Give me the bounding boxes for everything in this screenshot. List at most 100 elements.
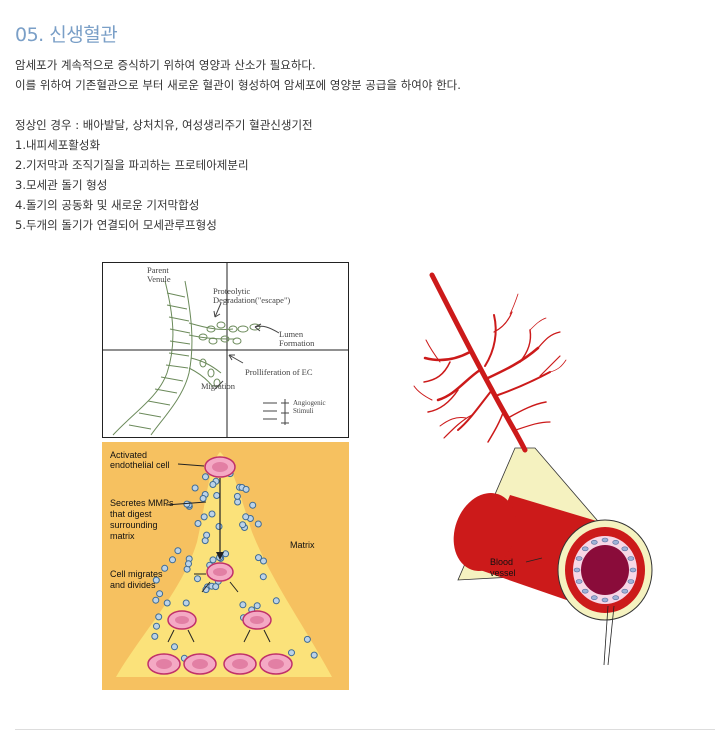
dividing-cell: [242, 610, 272, 630]
endothelial-cell: [575, 579, 583, 584]
daughter-cell: [147, 653, 181, 675]
intro-paragraph: 암세포가 계속적으로 증식하기 위하여 영양과 산소가 필요하다. 이를 위하여…: [15, 55, 461, 95]
endothelial-cell: [629, 567, 637, 573]
endothelial-cell: [627, 579, 635, 584]
matrix-dot: [209, 481, 217, 488]
label-migration: Migration: [201, 381, 236, 391]
label-digest: that digest: [110, 509, 152, 519]
label-matrix-small: matrix: [110, 531, 135, 541]
label-venule: Venule: [147, 274, 171, 284]
matrix-dot: [253, 602, 261, 610]
intro-line: 암세포가 계속적으로 증식하기 위하여 영양과 산소가 필요하다.: [15, 58, 316, 72]
label-migrates: Cell migrates: [110, 569, 163, 579]
matrix-dot: [260, 557, 267, 565]
matrix-dot: [249, 501, 257, 509]
endothelial-cell: [601, 597, 609, 603]
matrix-dot: [234, 498, 242, 506]
endothelial-cell: [581, 546, 589, 552]
matrix-dot: [202, 473, 209, 481]
intro-line: 이를 위하여 기존혈관으로 부터 새로운 혈관이 형성하여 암세포에 영양분 공…: [15, 78, 461, 92]
matrix-dot: [156, 590, 164, 598]
migrating-cell: [206, 562, 234, 582]
matrix-dot: [259, 573, 267, 581]
endothelial-cell: [601, 537, 609, 543]
blood-vessel-figure: Blood vessel: [410, 270, 670, 670]
label-endothelial: endothelial cell: [110, 460, 170, 470]
matrix-dot: [239, 601, 247, 609]
matrix-dot: [183, 500, 191, 508]
label-degradation: Degradation("escape"): [213, 295, 290, 305]
matrix-dot: [171, 643, 178, 651]
endothelial-cell: [591, 595, 598, 601]
list-item: 1.내피세포활성화: [15, 138, 101, 152]
endothelial-cell: [621, 546, 629, 552]
matrix-dot: [194, 575, 201, 583]
sketch-svg: Parent Venule Proteolytic Degradation("e…: [103, 263, 348, 437]
endothelial-ring: [573, 537, 637, 603]
matrix-dot: [215, 523, 223, 530]
list-item: 3.모세관 돌기 형성: [15, 178, 108, 192]
daughter-cell: [259, 653, 293, 675]
matrix-dot: [151, 632, 159, 640]
list-item: 2.기저막과 조직기질을 파괴하는 프로테아제분리: [15, 158, 249, 172]
matrix-dot: [194, 520, 202, 527]
matrix-dot: [153, 622, 160, 630]
label-blood: Blood: [490, 557, 513, 567]
matrix-dot: [191, 484, 199, 492]
label-matrix: Matrix: [290, 540, 315, 550]
matrix-dot: [209, 556, 217, 564]
vessel-svg: Blood vessel: [413, 272, 653, 666]
label-secretes: Secretes MMPs: [110, 498, 174, 508]
angiogenesis-sketch-figure: Parent Venule Proteolytic Degradation("e…: [102, 262, 349, 438]
matrix-dot: [303, 635, 311, 643]
endothelial-cell: [621, 588, 629, 594]
matrix-dot: [182, 599, 190, 607]
matrix-dot: [200, 513, 208, 521]
label-divides: and divides: [110, 580, 156, 590]
matrix-dot: [254, 520, 262, 528]
label-activated: Activated: [110, 450, 147, 460]
capillary-branches: [413, 272, 567, 453]
matrix-dot: [242, 485, 250, 493]
migration-svg: Activated endothelial cell Secretes MMPs…: [110, 450, 332, 677]
matrix-dot: [185, 560, 192, 568]
endothelial-cell: [612, 595, 619, 601]
daughter-cell: [183, 653, 217, 675]
endothelial-cell: [575, 556, 583, 561]
matrix-dot: [152, 596, 160, 604]
normal-case-list: 정상인 경우 : 배아발달, 상처치유, 여성생리주기 혈관신생기전 1.내피세…: [15, 115, 313, 235]
endothelial-migration-figure: Activated endothelial cell Secretes MMPs…: [102, 442, 349, 690]
matrix-dot: [272, 597, 280, 605]
matrix-dot: [242, 513, 250, 521]
label-vessel: vessel: [490, 568, 516, 578]
matrix-dot: [239, 521, 247, 529]
list-heading: 정상인 경우 : 배아발달, 상처치유, 여성생리주기 혈관신생기전: [15, 118, 313, 132]
label-proteolytic: Proteolytic: [213, 286, 251, 296]
label-lumen: Lumen: [279, 329, 304, 339]
page-title: 05. 신생혈관: [15, 24, 118, 46]
matrix-dot: [233, 492, 241, 500]
matrix-dot: [163, 599, 171, 607]
list-item: 4.돌기의 공동화 및 새로운 기저막합성: [15, 198, 200, 212]
label-proliferation: Prolliferation of EC: [245, 367, 313, 377]
label-surrounding: surrounding: [110, 520, 158, 530]
label-formation: Formation: [279, 338, 315, 348]
bottom-divider: [15, 729, 715, 730]
matrix-dot: [155, 613, 163, 621]
matrix-dot: [152, 576, 160, 584]
matrix-dot: [169, 556, 176, 564]
endothelial-cell: [581, 588, 589, 594]
endothelial-cell: [627, 556, 635, 561]
matrix-dot: [212, 583, 220, 591]
matrix-dot: [288, 649, 295, 657]
dividing-cell: [167, 610, 197, 630]
endothelial-cell: [612, 539, 619, 545]
label-parent: Parent: [147, 265, 169, 275]
daughter-cell: [223, 653, 257, 675]
list-item: 5.두개의 돌기가 연결되어 모세관루프형성: [15, 218, 217, 232]
label-angiogenic: Angiogenic: [293, 399, 326, 407]
matrix-dot: [255, 554, 262, 562]
matrix-dot: [174, 547, 182, 555]
matrix-dot: [310, 651, 318, 659]
matrix-dot: [161, 564, 169, 572]
